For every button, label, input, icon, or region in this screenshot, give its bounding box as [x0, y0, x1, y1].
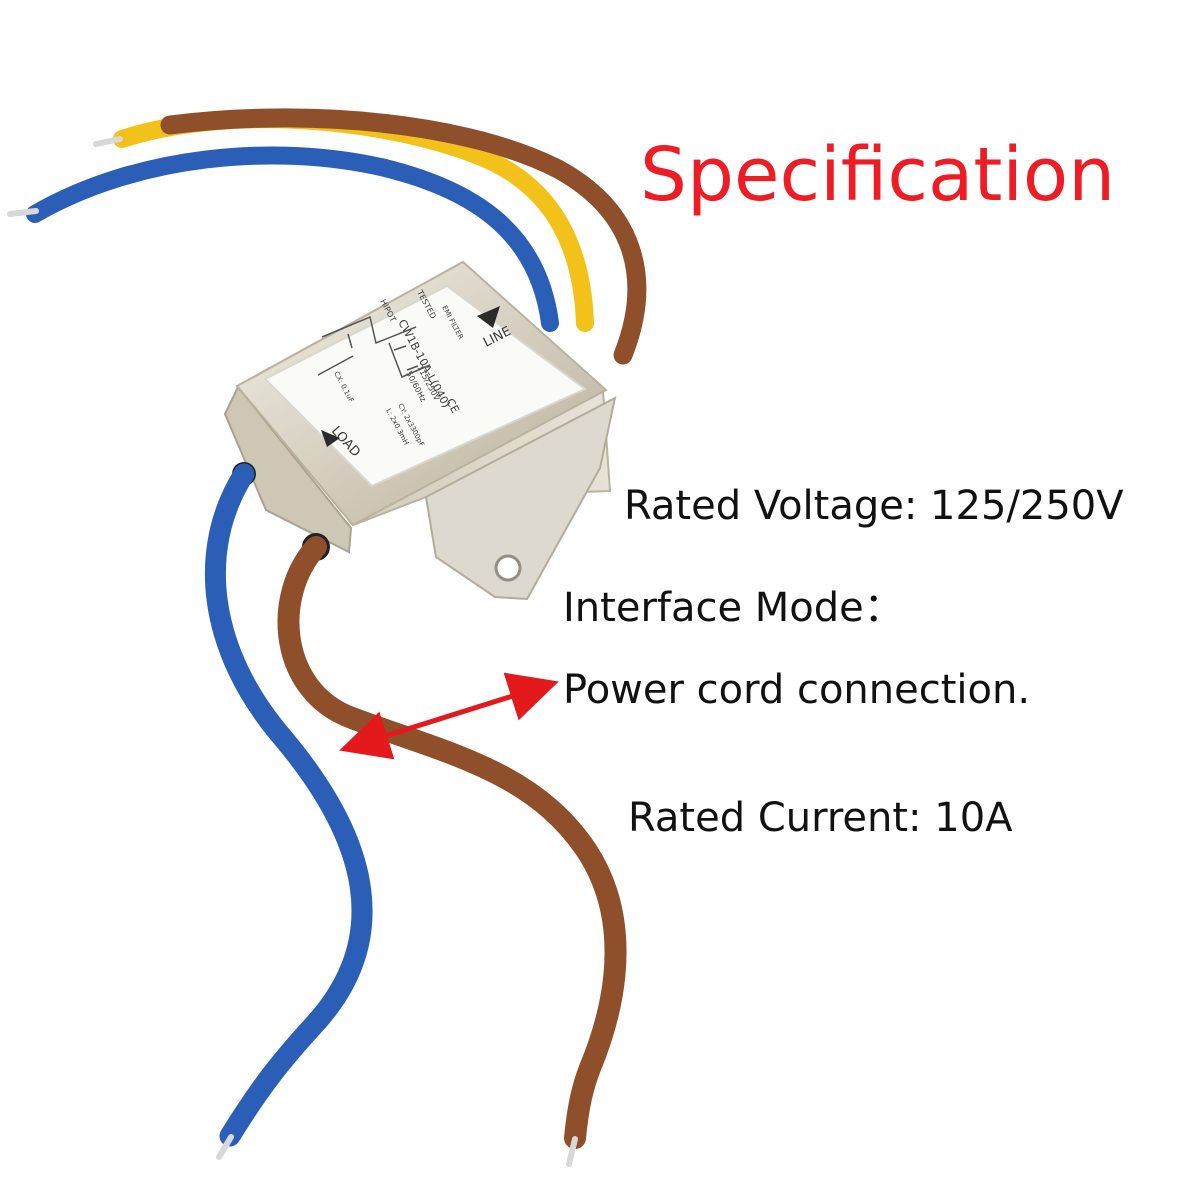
lower-wires: [204, 463, 627, 1167]
lower-brown-wire: [277, 536, 627, 1149]
interface-mode-text: Interface Mode：: [563, 585, 904, 631]
label-ce: CE: [443, 396, 461, 415]
upper-yellow-wire-tip: [93, 136, 123, 147]
upper-brown-wire: [160, 108, 647, 365]
specification-title: Specification: [640, 132, 1116, 218]
load-down-arrow-icon: [321, 430, 340, 447]
lower-blue-wire-tip: [216, 1134, 234, 1160]
upper-blue-wire: [26, 146, 559, 332]
line-up-arrow-icon: [477, 306, 500, 328]
rated-current-text: Rated Current: 10A: [628, 795, 1013, 841]
rated-voltage-text: Rated Voltage: 125/250V: [624, 483, 1124, 529]
circuit-diagram: [317, 315, 431, 378]
upper-blue-wire-tip: [7, 208, 39, 217]
upper-wires: [7, 108, 647, 365]
mounting-hole: [494, 554, 522, 582]
lower-brown-wire-tip: [566, 1136, 578, 1167]
filter-label: [263, 284, 587, 488]
filter-mounting-flange: [424, 396, 617, 601]
lower-blue-wire: [204, 463, 373, 1147]
filter-body: [223, 260, 617, 601]
power-cord-connection-text: Power cord connection.: [563, 667, 1031, 713]
filter-front-face: [223, 385, 353, 554]
connection-arrow: [339, 672, 559, 760]
red-double-arrow: [339, 672, 559, 760]
